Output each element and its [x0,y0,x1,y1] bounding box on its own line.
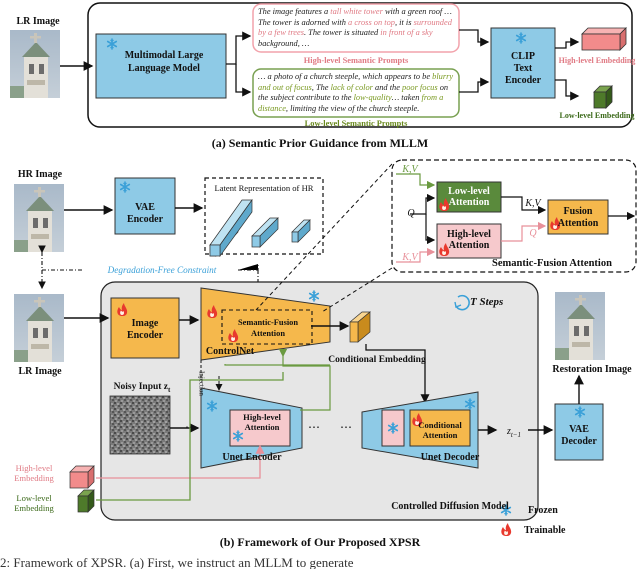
sfa-kv-right: K,V [525,198,541,209]
sfa-kv-bottom: K,V [402,252,418,263]
sfa-kv-top: K,V [402,164,418,175]
conditional-embedding-cube [349,311,371,343]
noisy-input-image [109,395,171,455]
high-level-emb-b-line2: Embedding [14,473,54,483]
degradation-free-constraint-label: Degradation-Free Constraint [107,265,217,275]
lr-image-b [14,294,64,362]
sfa-inner-line2: Attention [251,329,285,338]
low-level-emb-b-line1: Low-level [16,493,52,503]
image-encoder-line2: Encoder [126,330,164,341]
low-embedding-label-a: Low-level Embedding [559,111,635,120]
noisy-input-label: Noisy Input zt [113,382,171,394]
sfa-detail-title: Semantic-Fusion Attention [492,258,612,269]
sfa-fusion-line1: Fusion [563,206,593,217]
conditional-embedding-label: Conditional Embedding [328,355,426,365]
sfa-q-right: Q [529,228,537,239]
clip-label-line2: Text [513,63,533,74]
zt-minus-1-label: zt−1 [506,426,522,439]
controlled-diffusion-label: Controlled Diffusion Model [391,501,509,512]
vae-decoder-line2: Decoder [561,436,597,447]
sfa-high-attn-line2: Attention [448,240,490,251]
trainable-legend-label: Trainable [524,525,566,536]
high-level-prompt-text: The image features a tall white tower wi… [258,7,452,48]
unet-encoder-label: Unet Encoder [222,452,282,463]
vae-encoder-line2: Encoder [126,214,164,225]
sfa-low-attn-line1: Low-level [448,186,490,197]
unet-decoder-label: Unet Decoder [420,452,480,463]
refresh-icon [454,294,470,311]
lr-image-label-a: LR Image [16,16,60,27]
high-level-prompt-title: High-level Semantic Prompts [303,56,409,65]
lr-image-label-b: LR Image [18,366,62,377]
frozen-legend-label: Frozen [528,505,558,516]
vae-decoder-line1: VAE [569,424,589,435]
ellipsis-encoder: ⋯ [308,420,320,434]
vae-encoder-line1: VAE [135,202,155,213]
sfa-fusion-line2: Attention [557,218,599,229]
caption-b: (b) Framework of Our Proposed XPSR [219,535,421,549]
high-level-embedding-cube [581,27,627,51]
lr-image-a [10,30,60,98]
ellipsis-input: ⋯ [185,420,197,434]
mllm-label-line2: Language Model [128,63,200,74]
low-level-embedding-b [77,489,95,513]
clip-label-line3: Encoder [504,75,542,86]
cond-attn-line2: Attention [422,430,458,440]
controlnet-trapezoid [200,287,331,361]
hr-image-label: HR Image [17,169,63,180]
sfa-q-left: Q [407,208,415,219]
figure-footer-text: 2: Framework of XPSR. (a) First, we inst… [0,555,354,569]
hr-image [14,184,64,252]
restoration-image [555,292,605,360]
high-attn-b-line2: Attention [244,422,280,432]
high-attn-b-line1: High-level [243,412,281,422]
low-level-prompt-text: … a photo of a church steeple, which app… [258,72,454,113]
mllm-label-line1: Multimodal Large [124,50,204,61]
injection-label: Injection [197,371,206,396]
low-level-prompt-title: Low-level Semantic Prompts [304,119,408,128]
cond-attn-line1: Conditional [418,420,462,430]
image-encoder-line1: Image [131,318,159,329]
caption-a: (a) Semantic Prior Guidance from MLLM [211,136,429,150]
latent-hr-cubes [209,198,311,258]
sfa-inner-line1: Semantic-Fusion [237,318,299,327]
sfa-high-attn-line1: High-level [447,229,491,240]
controlnet-label: ControlNet [205,346,255,357]
low-level-embedding-cube [593,85,613,109]
restoration-image-label: Restoration Image [552,364,632,375]
sfa-low-attn-line2: Attention [448,197,490,208]
low-level-emb-b-line2: Embedding [14,503,54,513]
t-steps-label: T Steps [470,296,504,308]
latent-title: Latent Representation of HR [214,183,314,193]
high-embedding-label-a: High-level Embedding [558,56,636,65]
ellipsis-decoder: ⋯ [340,420,352,434]
clip-label-line1: CLIP [511,51,535,62]
high-level-embedding-b [69,465,95,489]
high-level-emb-b-line1: High-level [15,463,53,473]
